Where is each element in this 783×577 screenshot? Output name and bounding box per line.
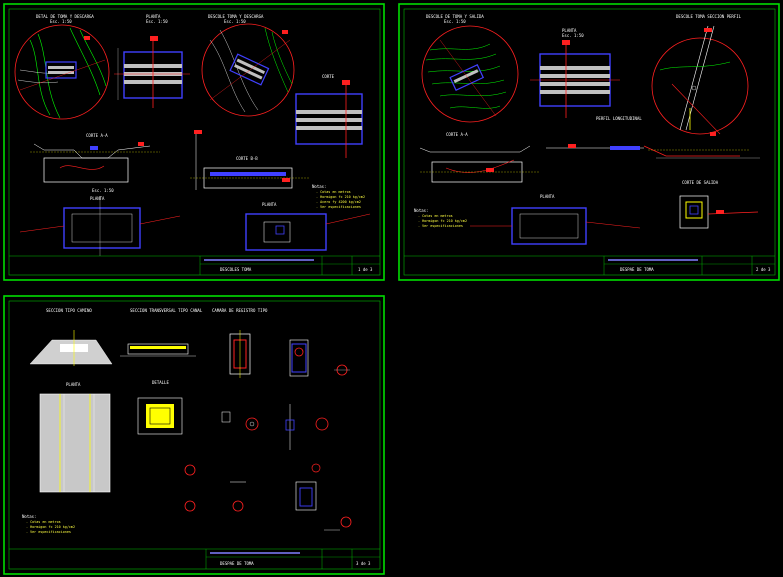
- notes-block-2: Notas: - Cotas en metros - Hormigon fc 2…: [414, 208, 467, 228]
- svg-text:Esc. 1:50: Esc. 1:50: [50, 19, 72, 24]
- svg-text:Notas:: Notas:: [22, 514, 36, 519]
- plan-view-7: PLANTA: [39, 382, 111, 493]
- plan-view-5: PLANTA Esc. 1:50: [530, 28, 620, 118]
- svg-text:Esc. 1:50: Esc. 1:50: [562, 33, 584, 38]
- svg-text:- Cotas en metros: - Cotas en metros: [316, 190, 351, 194]
- section-a: CORTE A-A Esc. 1:50: [30, 133, 160, 193]
- svg-text:- Hormigon fc 210 kg/cm2: - Hormigon fc 210 kg/cm2: [418, 219, 467, 223]
- svg-text:CORTE A-A: CORTE A-A: [86, 133, 108, 138]
- section-b: CORTE B-B: [190, 130, 310, 190]
- title-block-2: DESPAE DE TOMA 2 de 3: [404, 255, 775, 275]
- svg-text:- Cotas en metros: - Cotas en metros: [418, 214, 453, 218]
- svg-text:PLANTA: PLANTA: [146, 14, 161, 19]
- road-section: SECCION TIPO CAMINO: [29, 308, 113, 366]
- plan-view-1: PLANTA Esc. 1:50: [114, 14, 190, 108]
- sheet-2: DESCOLE DE TOMA Y SALIDA Esc. 1:50 PLANT…: [398, 3, 780, 281]
- sheet-1: DETAL DE TOMA Y DESCARGA Esc. 1:50 PLANT…: [3, 3, 385, 281]
- svg-text:Notas:: Notas:: [312, 184, 326, 189]
- canal-section: SECCION TRANSVERSAL TIPO CANAL: [120, 308, 203, 357]
- svg-text:PLANTA: PLANTA: [90, 196, 105, 201]
- title-block-1-sheet: 1 de 3: [358, 267, 373, 272]
- svg-text:CAMARA DE REGISTRO TIPO: CAMARA DE REGISTRO TIPO: [212, 308, 268, 313]
- svg-text:Esc. 1:50: Esc. 1:50: [444, 19, 466, 24]
- svg-text:- Ver especificaciones: - Ver especificaciones: [418, 224, 463, 228]
- chamber-details: CAMARA DE REGISTRO TIPO: [212, 308, 350, 378]
- title-block-2-text: DESPAE DE TOMA: [620, 267, 654, 272]
- svg-text:PLANTA: PLANTA: [66, 382, 81, 387]
- svg-text:- Cotas en metros: - Cotas en metros: [26, 520, 61, 524]
- svg-text:CORTE: CORTE: [322, 74, 335, 79]
- svg-text:- Ver especificaciones: - Ver especificaciones: [26, 530, 71, 534]
- title-block-2-sheet: 2 de 3: [756, 267, 771, 272]
- svg-text:Esc. 1:50: Esc. 1:50: [146, 19, 168, 24]
- title-block-1-text: DESCOLES TOMA: [220, 267, 252, 272]
- section-c: CORTE A-A: [419, 132, 540, 183]
- svg-text:Esc. 1:50: Esc. 1:50: [92, 188, 114, 193]
- title-block-3-sheet: 3 de 3: [356, 561, 371, 566]
- svg-text:SECCION TIPO CAMINO: SECCION TIPO CAMINO: [46, 308, 92, 313]
- svg-text:CORTE B-B: CORTE B-B: [236, 156, 258, 161]
- svg-text:DETALLE: DETALLE: [152, 380, 169, 385]
- detail-circle-2: DESCOLE TOMA Y DESCARGA Esc. 1:50: [201, 14, 295, 117]
- notes-block-1: Notas: - Cotas en metros - Hormigon fc 2…: [312, 184, 365, 209]
- small-details: [184, 404, 352, 531]
- svg-text:SECCION TRANSVERSAL TIPO CANAL: SECCION TRANSVERSAL TIPO CANAL: [130, 308, 203, 313]
- svg-text:DETAL DE TOMA Y DESCARGA: DETAL DE TOMA Y DESCARGA: [36, 14, 94, 19]
- title-block-1: DESCOLES TOMA 1 de 3: [9, 255, 380, 275]
- plan-view-4: PLANTA: [245, 202, 371, 251]
- detail-box: DETALLE: [137, 380, 183, 435]
- detail-circle-1: DETAL DE TOMA Y DESCARGA Esc. 1:50: [14, 14, 110, 120]
- svg-text:CORTE DE SALIDA: CORTE DE SALIDA: [682, 180, 719, 185]
- profile-section: PERFIL LONGITUDINAL: [546, 116, 760, 159]
- svg-text:Esc. 1:50: Esc. 1:50: [224, 19, 246, 24]
- plan-view-3: PLANTA: [19, 196, 181, 256]
- svg-text:- Hormigon fc 210 kg/cm2: - Hormigon fc 210 kg/cm2: [316, 195, 365, 199]
- plan-view-2: CORTE: [295, 74, 363, 158]
- svg-text:CORTE A-A: CORTE A-A: [446, 132, 468, 137]
- svg-text:PLANTA: PLANTA: [562, 28, 577, 33]
- svg-text:- Hormigon fc 210 kg/cm2: - Hormigon fc 210 kg/cm2: [26, 525, 75, 529]
- notes-block-3: Notas: - Cotas en metros - Hormigon fc 2…: [22, 514, 75, 534]
- detail-circle-4: DESCOLE TOMA SECCION PERFIL: [651, 14, 749, 136]
- svg-text:PLANTA: PLANTA: [540, 194, 555, 199]
- svg-text:DESCOLE TOMA Y DESCARGA: DESCOLE TOMA Y DESCARGA: [208, 14, 264, 19]
- sheet-3: SECCION TIPO CAMINO SECCION TRANSVERSAL …: [3, 295, 385, 575]
- svg-text:PLANTA: PLANTA: [262, 202, 277, 207]
- svg-text:DESCOLE TOMA SECCION PERFIL: DESCOLE TOMA SECCION PERFIL: [676, 14, 742, 19]
- svg-text:Notas:: Notas:: [414, 208, 428, 213]
- outlet-detail: CORTE DE SALIDA: [679, 180, 759, 229]
- svg-text:- Acero fy 4200 kg/cm2: - Acero fy 4200 kg/cm2: [316, 200, 361, 204]
- title-block-3-text: DESPAE DE TOMA: [220, 561, 254, 566]
- svg-text:DESCOLE DE TOMA Y SALIDA: DESCOLE DE TOMA Y SALIDA: [426, 14, 484, 19]
- title-block-3: DESPAE DE TOMA 3 de 3: [9, 548, 380, 569]
- plan-view-6: PLANTA: [470, 194, 641, 245]
- svg-text:PERFIL LONGITUDINAL: PERFIL LONGITUDINAL: [596, 116, 642, 121]
- detail-circle-3: DESCOLE DE TOMA Y SALIDA Esc. 1:50: [421, 14, 519, 123]
- svg-text:- Ver especificaciones: - Ver especificaciones: [316, 205, 361, 209]
